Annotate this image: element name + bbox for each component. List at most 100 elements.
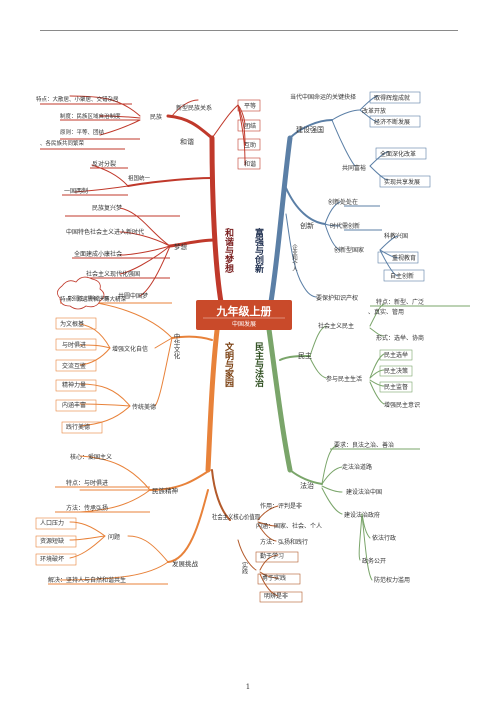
main-wenming-text: 文明与家园 <box>223 341 235 388</box>
jiazhi-zuoyong: 作用：评判是非 <box>260 502 302 510</box>
branch-wenming-zh-zx <box>154 337 173 349</box>
branch-wenming-zh-ct <box>154 337 173 407</box>
page-top-rule <box>40 30 458 31</box>
branch-red-left3 <box>99 119 141 136</box>
wenming-tedian: 特点：与时俱进 <box>66 479 108 487</box>
dream-revival: 民族复兴梦 <box>92 204 122 212</box>
branch-fuqiang-gj1 <box>359 95 379 111</box>
wenming-zhonghua: 中华文化 <box>172 332 180 361</box>
minzhu-shehui: 社会主义民主 <box>318 322 354 330</box>
main-label-wenming: 文明与家园 <box>223 341 235 388</box>
tongyi-yiguo: 一国两制 <box>64 187 88 195</box>
tongyi-anti: 反对分裂 <box>92 160 116 168</box>
branch-red-d1 <box>119 207 171 247</box>
jiazhi-label: 社会主义核心价值观 <box>212 512 260 521</box>
jiazhi-shijian: 实践 <box>241 561 248 574</box>
fuqiang-qiye: 企业和个人 <box>291 243 298 272</box>
minzhu-tedian: 特点：新型、广泛 <box>376 298 424 306</box>
minzhu-require: 要求：良法之治、善治 <box>334 441 394 449</box>
branch-wenming-ct2 <box>79 403 131 407</box>
minzu-pingdeng: 平等 <box>244 102 256 110</box>
branch-fuqiang-gt1 <box>369 151 389 167</box>
branch-red-d3 <box>119 245 171 256</box>
branch-red-hx <box>237 104 246 166</box>
main-label-fuqiang: 富强与创新 <box>253 227 265 274</box>
branch-jiazhi-3 <box>257 523 277 542</box>
branch-minzhu-cy3 <box>369 379 385 387</box>
minzu-features: 特点：大散居、小聚居、交错杂居 <box>36 95 119 103</box>
branch-minzhu-cy <box>309 357 327 379</box>
center-node: 九年级上册 中国发展 <box>196 300 292 330</box>
branch-jiazhi-sj <box>237 539 257 571</box>
branch-jiazhi-1 <box>257 505 279 521</box>
branch-minzhu-fz1 <box>321 466 343 485</box>
branch-jiazhi-s3 <box>259 573 279 597</box>
tongyi-label: 祖国统一 <box>128 174 151 182</box>
dream-xiaokang: 全面建成小康社会 <box>74 250 122 258</box>
branch-red-tong2 <box>74 185 129 193</box>
minzu-label: 民族 <box>150 113 162 121</box>
branch-red-d4 <box>119 245 171 275</box>
branch-fuqiang-cx3 <box>324 223 341 251</box>
branch-fuqiang-gongtong <box>331 119 356 167</box>
wenming-fazhan: 发展挑战 <box>172 559 199 568</box>
branch-jiazhi <box>211 469 231 521</box>
hexie-he-label: 和谐 <box>180 137 194 146</box>
minzhu-daolu: 走法治道路 <box>342 463 372 471</box>
branch-red-rel <box>171 99 199 117</box>
wenming-neihan: 内涵丰富 <box>62 401 86 409</box>
branch-red-tong1 <box>91 164 129 187</box>
branch-wenming-fz1 <box>127 535 169 563</box>
branch-minzhu-zf2 <box>358 513 363 561</box>
branch-red-hz <box>237 104 246 146</box>
fuqiang-protect: 要保护知识产权 <box>316 294 358 302</box>
minzhu-xingshi: 形式：选举、协商 <box>376 334 424 342</box>
main-hexie-text: 和谐与梦想 <box>223 227 235 274</box>
branch-red-d5 <box>139 245 171 297</box>
branch-wenming-zx2 <box>79 344 111 349</box>
branch-wenming-ct3 <box>79 405 131 427</box>
branch-red-left2 <box>99 115 141 119</box>
dream-cloud-text-1: 富强民主文明和谐美丽 <box>68 295 108 302</box>
fuqiang-key-choice: 当代中国命运的关键抉择 <box>290 93 356 101</box>
branch-minzhu-fz0 <box>321 445 337 485</box>
branch-minzhu-fz2 <box>321 485 343 493</box>
dream-new-era: 中国特色社会主义进入新时代 <box>66 228 144 236</box>
branch-minzhu-sh1 <box>369 303 385 327</box>
branch-hexie-minzu <box>166 114 214 140</box>
branch-wenming-ct1 <box>79 383 131 407</box>
wenming-minzu-jingshen: 民族精神 <box>152 486 178 495</box>
wenming-renkou: 人口压力 <box>40 519 64 527</box>
branch-wenming-fz <box>167 489 209 563</box>
wenming-huanjing: 环境破坏 <box>40 555 64 563</box>
wenming-yushi: 与时俱进 <box>62 341 86 349</box>
fuqiang-jianshe: 建设强国 <box>296 125 324 134</box>
fuqiang-education: 重视教育 <box>392 254 416 262</box>
branch-minzhu-cy2 <box>369 369 385 379</box>
fuqiang-era: 时代需创新 <box>330 222 360 230</box>
branch-wenming-wt1 <box>69 521 106 537</box>
branch-hexie-main <box>209 135 225 311</box>
fuqiang-chuangxin: 创新 <box>300 221 314 230</box>
fuqiang-world: 创新处处在 <box>328 198 358 206</box>
minzhu-quanli: 防范权力滥用 <box>374 576 410 584</box>
branch-fuqiang-protect <box>299 279 317 298</box>
branch-red-left1 <box>69 95 141 117</box>
fuqiang-deepen: 全面深化改革 <box>380 150 416 158</box>
fuqiang-develop: 经济不断发展 <box>374 118 410 126</box>
branch-jiazhi-2 <box>257 521 277 527</box>
minzu-huzhu: 互助 <box>244 141 256 149</box>
branch-wenming-wt2 <box>69 535 106 541</box>
branch-fuqiang-jianshe <box>289 119 333 139</box>
branch-fuqiang-main <box>267 135 293 311</box>
branch-fuqiang-cx4 <box>379 235 399 251</box>
branch-hexie-dream <box>168 238 216 248</box>
wenming-jiejue: 解决：坚持人与自然和谐共生 <box>48 576 126 584</box>
branch-minzhu-sh2 <box>369 327 385 337</box>
minzhu-jiandu: 民主监督 <box>384 383 408 391</box>
center-subtitle: 中国发展 <box>232 320 256 328</box>
main-minzhu-text: 民主与法治 <box>253 342 264 388</box>
main-label-minzhu: 民主与法治 <box>253 342 264 388</box>
branch-minzhu-cy1 <box>369 353 385 379</box>
branch-minzhu-fz <box>289 469 323 485</box>
